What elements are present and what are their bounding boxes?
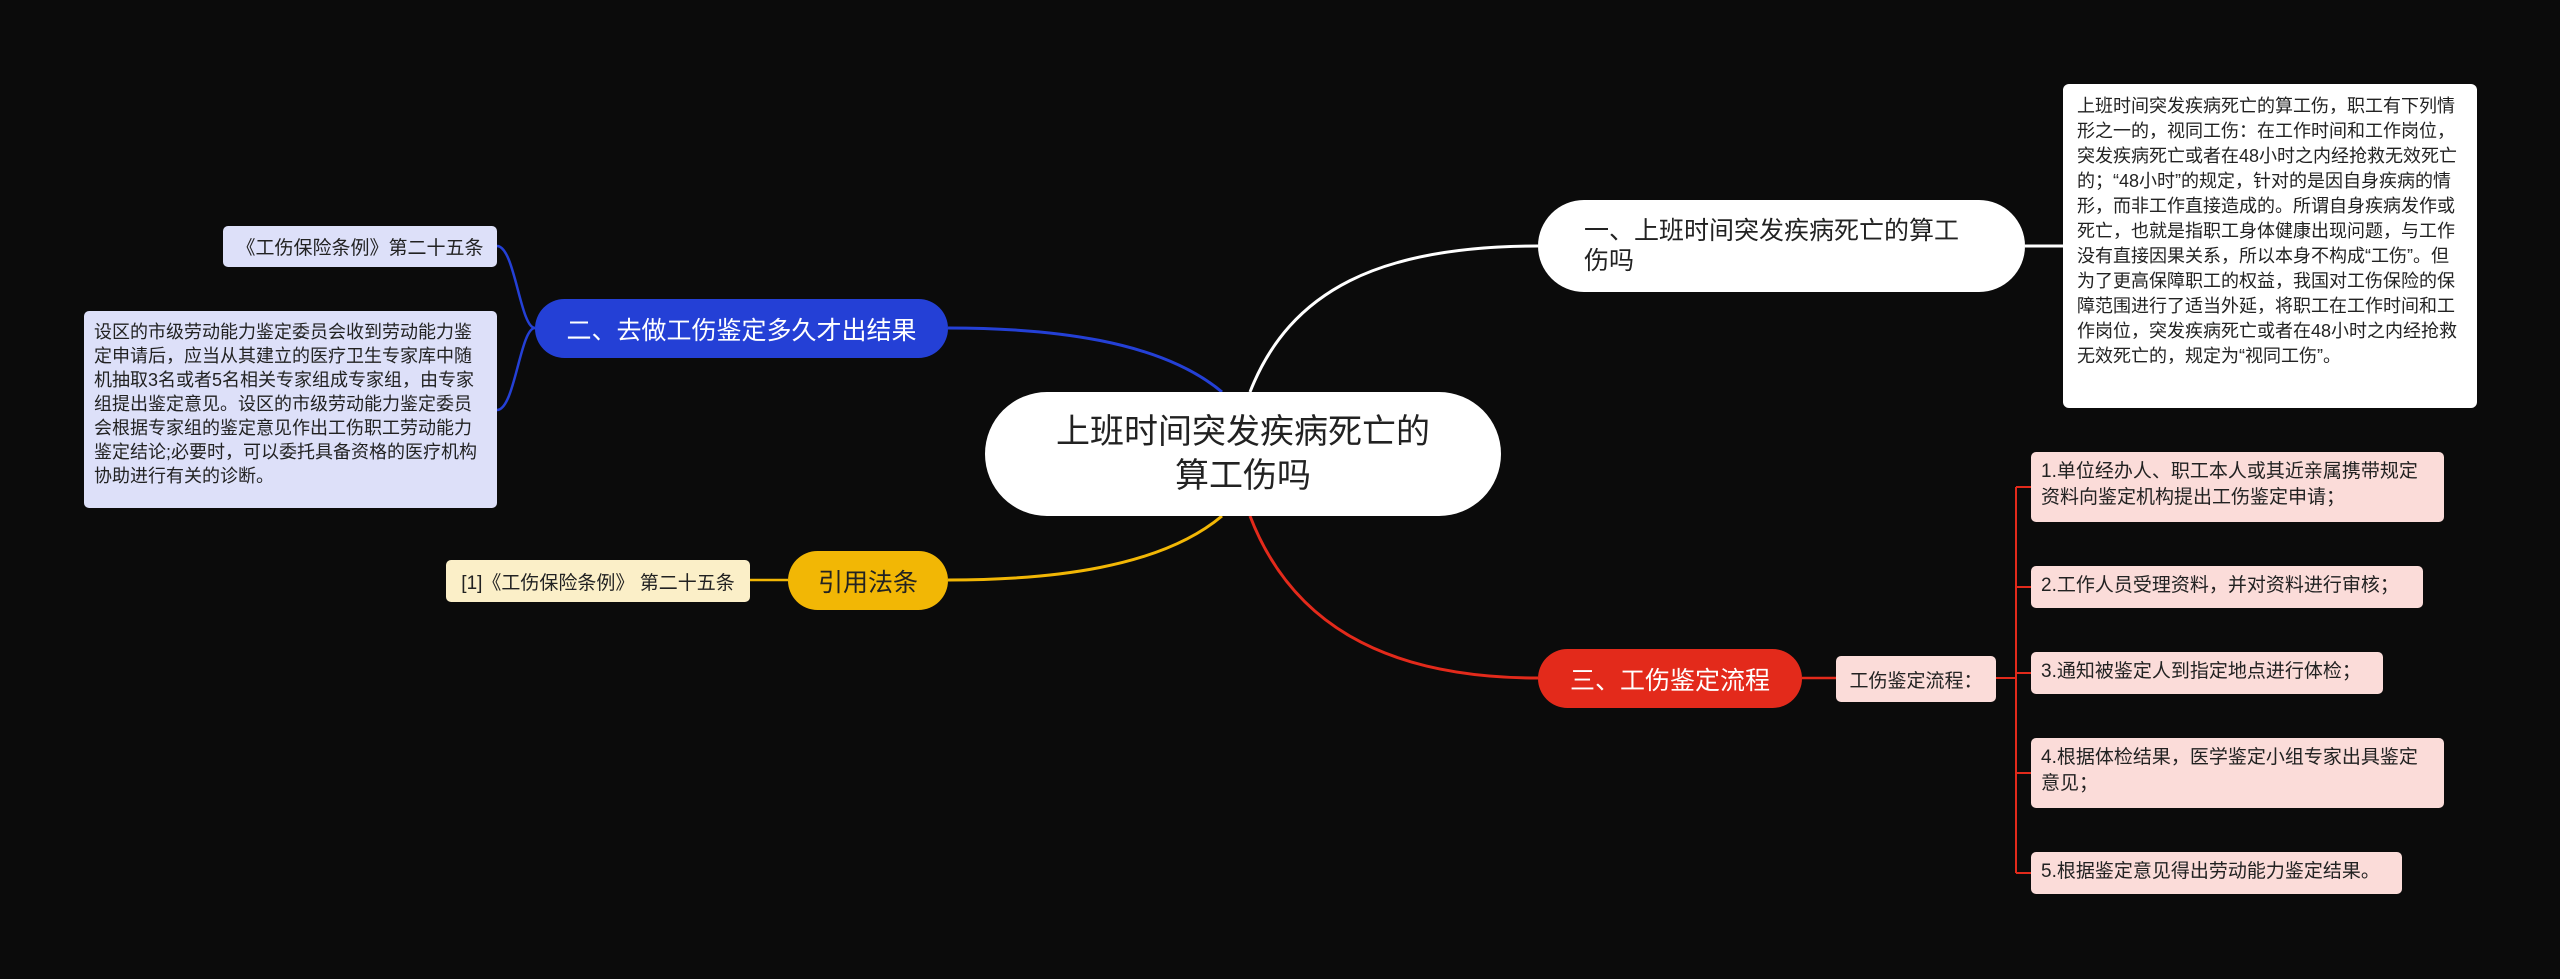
link-branch2-ref <box>496 244 536 330</box>
link-root-branch1 <box>1248 244 1539 393</box>
branch-3-subtopic[interactable]: 工伤鉴定流程： <box>1836 656 1996 702</box>
branch-1-note: 上班时间突发疾病死亡的算工伤，职工有下列情形之一的，视同工伤：在工作时间和工作岗… <box>2063 84 2477 408</box>
link-root-branch2 <box>947 326 1223 394</box>
process-step-2: 2.工作人员受理资料，并对资料进行审核； <box>2031 566 2423 608</box>
link-root-branch3 <box>1248 515 1539 680</box>
branch-4-reference: [1]《工伤保险条例》 第二十五条 <box>446 560 750 602</box>
branch-3-topic[interactable]: 三、工伤鉴定流程 <box>1538 649 1802 708</box>
process-step-1: 1.单位经办人、职工本人或其近亲属携带规定资料向鉴定机构提出工伤鉴定申请； <box>2031 452 2444 522</box>
branch-2-reference: 《工伤保险条例》第二十五条 <box>223 226 497 267</box>
link-root-branch4 <box>947 514 1223 582</box>
process-step-4: 4.根据体检结果，医学鉴定小组专家出具鉴定意见； <box>2031 738 2444 808</box>
process-step-5: 5.根据鉴定意见得出劳动能力鉴定结果。 <box>2031 852 2402 894</box>
link-branch2-note <box>496 326 536 412</box>
branch-1-topic[interactable]: 一、上班时间突发疾病死亡的算工伤吗 <box>1538 200 2025 292</box>
link-sub-steps <box>1996 486 2031 874</box>
branch-2-topic[interactable]: 二、去做工伤鉴定多久才出结果 <box>535 299 948 358</box>
branch-2-note: 设区的市级劳动能力鉴定委员会收到劳动能力鉴定申请后，应当从其建立的医疗卫生专家库… <box>84 311 497 508</box>
root-topic[interactable]: 上班时间突发疾病死亡的算工伤吗 <box>985 392 1501 516</box>
process-step-3: 3.通知被鉴定人到指定地点进行体检； <box>2031 652 2383 694</box>
branch-4-topic[interactable]: 引用法条 <box>788 551 948 610</box>
